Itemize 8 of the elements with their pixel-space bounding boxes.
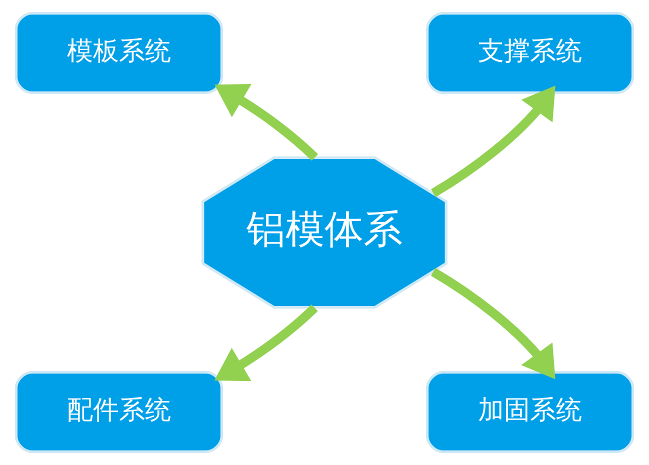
arrow xyxy=(214,84,318,161)
node-box: 加固系统 xyxy=(426,371,634,453)
arrow xyxy=(430,86,556,198)
arrow xyxy=(430,268,556,380)
node-box: 模板系统 xyxy=(14,12,224,94)
arrow xyxy=(214,304,318,382)
node-box: 配件系统 xyxy=(14,371,224,453)
node-box: 支撑系统 xyxy=(426,12,634,94)
